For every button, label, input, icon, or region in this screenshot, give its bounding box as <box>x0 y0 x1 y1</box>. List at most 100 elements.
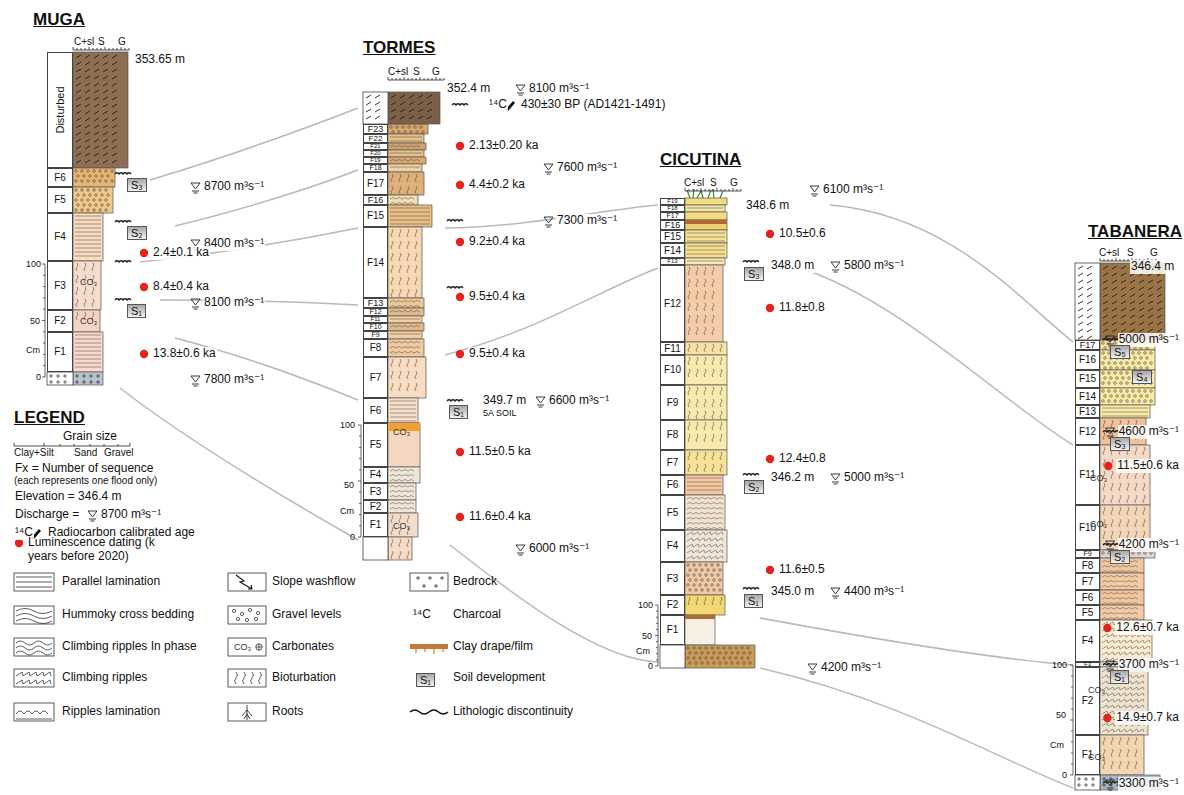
flood-unit: F19 <box>363 157 388 164</box>
unit-label: F14 <box>664 244 681 257</box>
flood-unit: F12 <box>1075 418 1100 445</box>
unit-label: F19 <box>667 199 677 204</box>
discontinuity-mark <box>1103 339 1119 340</box>
flood-unit: F13 <box>363 298 388 308</box>
sediment-fill <box>388 92 440 124</box>
washflow-mark <box>418 109 423 112</box>
gravel <box>737 662 740 665</box>
bioturbation <box>1111 420 1113 428</box>
gravel <box>1114 382 1117 385</box>
gravel <box>689 569 692 572</box>
lamination <box>1102 408 1148 409</box>
gravel <box>1120 372 1123 375</box>
flood-unit: F15 <box>660 230 685 243</box>
gravel <box>743 662 746 665</box>
lamination <box>75 359 101 360</box>
gravel <box>1102 382 1105 385</box>
gravel <box>1134 395 1137 398</box>
bioturbation <box>399 241 401 249</box>
gravel <box>1104 347 1107 350</box>
gravel <box>699 574 702 577</box>
bedrock-mark <box>1084 777 1088 781</box>
bioturbation <box>1127 519 1129 527</box>
sediment-fill <box>73 52 128 168</box>
gravel <box>707 662 710 665</box>
grain-size-label: C+sl <box>74 36 94 48</box>
unit-label: F9 <box>1083 551 1091 557</box>
unit-label: F8 <box>1082 559 1094 572</box>
gravel <box>81 189 84 192</box>
grain-size-label: S <box>710 177 717 189</box>
bioturbation <box>696 597 698 605</box>
ripple-lamination <box>1102 598 1138 600</box>
gravel <box>1122 377 1125 380</box>
sediment-fill <box>685 385 727 420</box>
discharge-label: 6000 m³s⁻¹ <box>528 542 590 556</box>
discontinuity-mark <box>1103 431 1119 432</box>
climbing-ripples <box>687 550 723 553</box>
bioturbation <box>1135 483 1137 491</box>
grain-size-label: C+sl <box>1099 247 1119 259</box>
climbing-ripples <box>1102 693 1144 696</box>
gravel <box>687 584 690 587</box>
bioturbation <box>1143 495 1145 503</box>
age-label: 11.5±0.5 ka <box>468 445 532 459</box>
bioturbation <box>399 229 401 237</box>
bioturbation <box>696 387 698 395</box>
washflow-mark <box>1130 280 1135 283</box>
climbing-ripples <box>687 538 723 541</box>
ripple-lamination <box>390 496 414 498</box>
washflow-mark <box>85 111 90 114</box>
bioturbation <box>1127 495 1129 503</box>
depth-ruler <box>42 264 45 377</box>
soil-label: S₃ <box>1110 437 1130 452</box>
washflow-mark <box>103 118 108 121</box>
bioturbation <box>1111 737 1113 745</box>
gravel <box>699 657 702 660</box>
gravel <box>1104 377 1107 380</box>
sediment-fill <box>685 243 727 258</box>
discontinuity-mark <box>743 474 759 475</box>
bioturbation <box>688 279 690 287</box>
sediment-fill <box>1100 370 1155 388</box>
gravel <box>713 579 716 582</box>
gravel <box>695 652 698 655</box>
gravel <box>701 579 704 582</box>
discontinuity-mark <box>115 173 131 174</box>
bioturbation <box>696 411 698 419</box>
washflow-mark <box>1121 287 1126 290</box>
age-label: 9.5±0.4 ka <box>468 290 526 304</box>
gravel <box>396 126 399 129</box>
gravel <box>1140 347 1143 350</box>
flood-unit: F10 <box>660 355 685 385</box>
gravel <box>693 657 696 660</box>
unit-label: Disturbed <box>54 86 66 133</box>
gravel <box>1108 362 1111 365</box>
gravel <box>1108 372 1111 375</box>
gravel <box>711 564 714 567</box>
washflow-mark <box>1121 273 1126 276</box>
washflow-mark <box>375 116 380 119</box>
bioturbation <box>391 265 393 273</box>
climbing-ripples <box>1102 640 1150 643</box>
soil-label: S₃ <box>744 267 764 282</box>
gravel <box>1138 390 1141 393</box>
gravel <box>101 175 104 178</box>
legend-text: Bedrock <box>453 575 497 589</box>
washflow-mark <box>1112 287 1117 290</box>
gravel <box>81 180 84 183</box>
ripple-lamination <box>1102 566 1138 568</box>
bioturbation <box>712 387 714 395</box>
unit-label: F5 <box>54 188 66 212</box>
discharge-symbol <box>544 164 553 174</box>
gravel <box>711 584 714 587</box>
washflow-mark <box>112 104 117 107</box>
scale-number: 50 <box>344 480 354 490</box>
legend-text: Clay drape/film <box>453 640 533 654</box>
lamination <box>687 233 725 234</box>
washflow-mark <box>103 69 108 72</box>
grain-size-label: C+sl <box>388 66 408 78</box>
discontinuity-mark <box>743 588 759 589</box>
legend-text: Lithologic discontinuity <box>453 705 573 719</box>
bioturbation <box>704 303 706 311</box>
